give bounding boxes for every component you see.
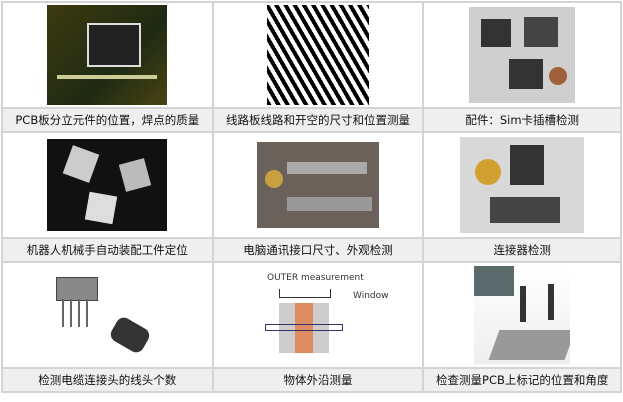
caption: 连接器检测 <box>422 237 622 263</box>
caption: 电脑通讯接口尺寸、外观检测 <box>211 237 425 263</box>
connector-parts-photo <box>257 142 379 228</box>
cable-connector-drawing <box>42 267 172 363</box>
window-label: Window <box>353 291 389 301</box>
caption: 检测电缆连接头的线头个数 <box>1 367 214 393</box>
sim-slot-photo <box>469 7 576 103</box>
cable-connector-cell <box>1 261 214 369</box>
inspection-examples-grid: PCB板分立元件的位置，焊点的质量 线路板线路和开空的尺寸和位置测量 配件：Si… <box>1 1 622 393</box>
connector-cell <box>422 131 622 239</box>
pcb-board-cell <box>1 1 214 109</box>
outer-measurement-label: OUTER measurement <box>267 273 364 283</box>
connector-parts-cell <box>211 131 425 239</box>
sim-slot-cell <box>422 1 622 109</box>
caption: 线路板线路和开空的尺寸和位置测量 <box>211 107 425 133</box>
circuit-traces-cell <box>211 1 425 109</box>
caption: PCB板分立元件的位置，焊点的质量 <box>1 107 214 133</box>
pcb-board-photo <box>47 5 168 105</box>
caption: 配件：Sim卡插槽检测 <box>422 107 622 133</box>
connector-photo <box>460 137 585 233</box>
sensor-pcb-photo <box>474 266 571 364</box>
outer-measurement-cell: OUTER measurement Window <box>211 261 425 369</box>
metal-parts-photo <box>47 139 168 231</box>
sensor-pcb-cell <box>422 261 622 369</box>
caption: 检查测量PCB上标记的位置和角度 <box>422 367 622 393</box>
circuit-traces-photo <box>267 5 369 105</box>
caption: 物体外沿测量 <box>211 367 425 393</box>
metal-parts-cell <box>1 131 214 239</box>
caption: 机器人机械手自动装配工件定位 <box>1 237 214 263</box>
outer-measurement-diagram: OUTER measurement Window <box>243 267 393 363</box>
